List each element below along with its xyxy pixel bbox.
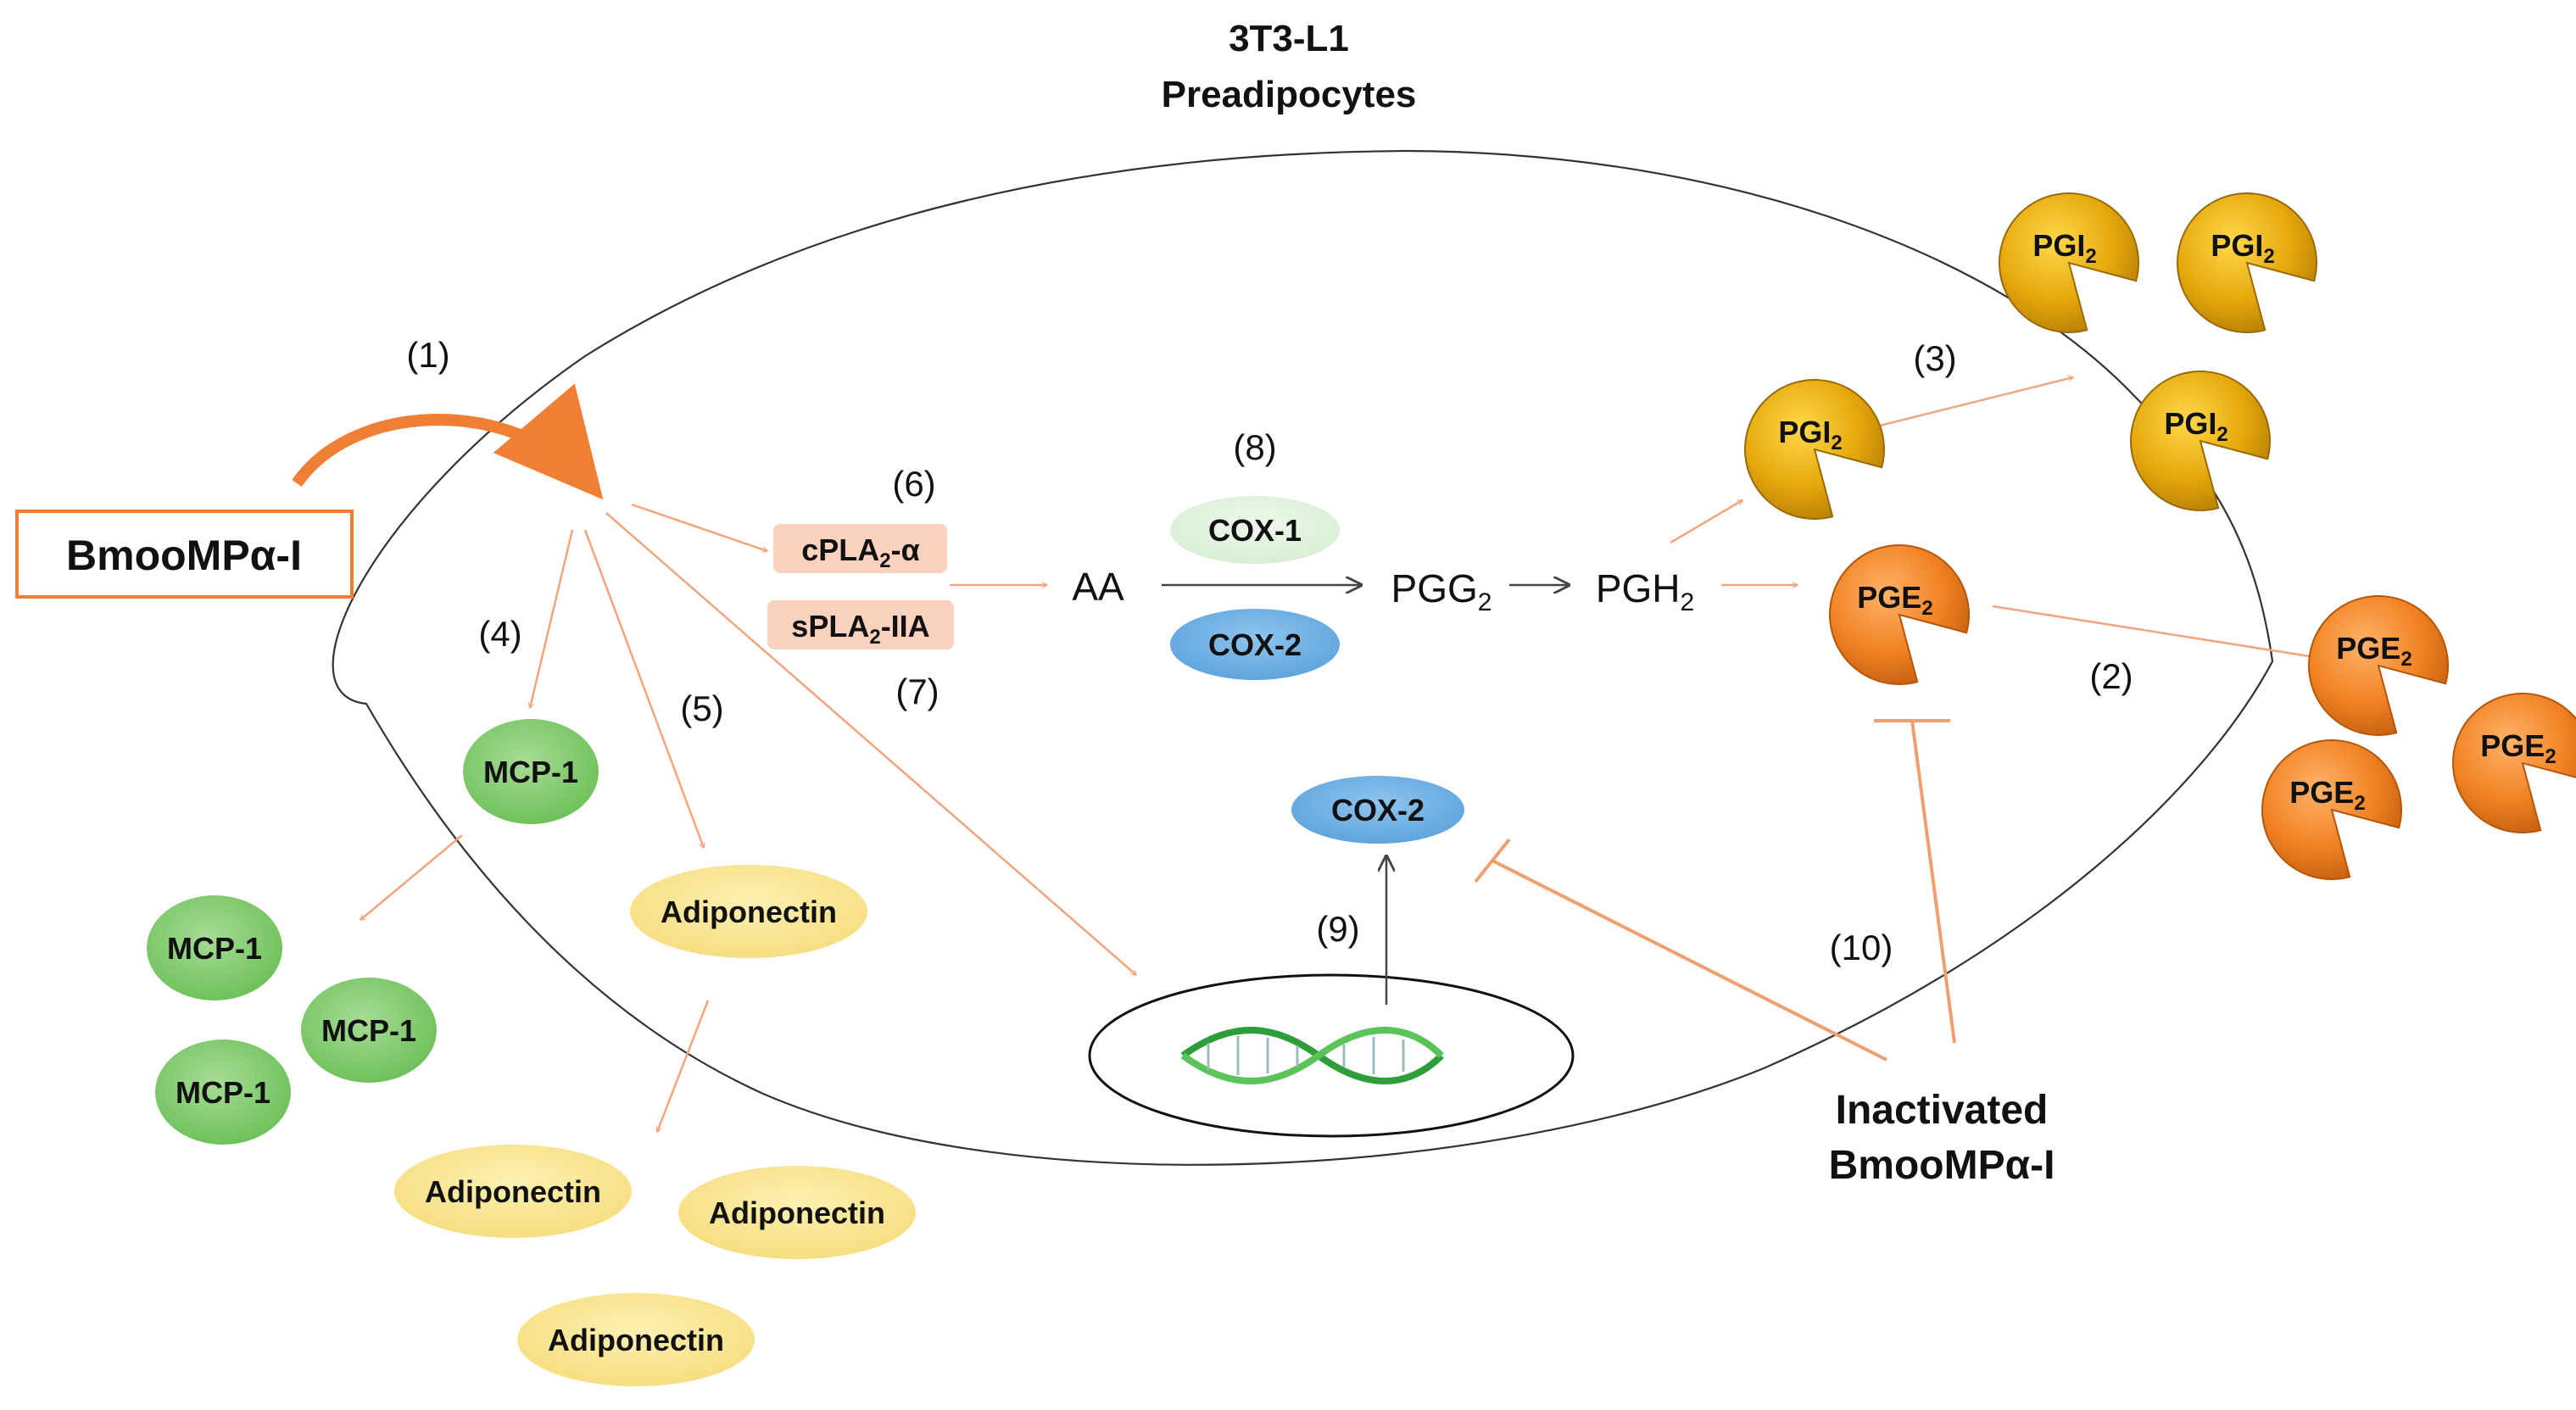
- cell-membrane: [332, 149, 2274, 1166]
- pge2-intracellular: PGE2: [1829, 543, 1970, 685]
- svg-text:MCP-1: MCP-1: [483, 755, 578, 789]
- pgi2-intracellular: PGI2: [1744, 378, 1885, 520]
- adiponectin-secreted: Adiponectin: [517, 1293, 755, 1386]
- svg-text:Adiponectin: Adiponectin: [709, 1195, 885, 1230]
- arrow-pge2-release: [1992, 605, 2315, 657]
- svg-text:PGI2: PGI2: [1778, 415, 1842, 454]
- svg-text:PGI2: PGI2: [2164, 406, 2228, 446]
- svg-text:MCP-1: MCP-1: [167, 931, 262, 966]
- arrow-to-nucleus: [605, 512, 1136, 975]
- arrow-pgi2-release: [1869, 377, 2073, 430]
- spla2-label: sPLA2-IIA: [791, 609, 929, 649]
- arrow-to-mcp1: [530, 529, 574, 708]
- svg-text:MCP-1: MCP-1: [176, 1075, 270, 1110]
- arrow-mcp1-release: [360, 834, 463, 920]
- pge2-secreted: PGE2: [2261, 739, 2402, 880]
- cpla2-box: [773, 524, 947, 573]
- mcp1-secreted: MCP-1: [301, 978, 437, 1083]
- step-label-6: (6): [892, 464, 935, 504]
- cell-type-title-line1: 3T3-L1: [1229, 18, 1349, 59]
- svg-text:Adiponectin: Adiponectin: [548, 1323, 724, 1357]
- pge2-secreted: PGE2: [2308, 594, 2449, 736]
- entry-arrow: [292, 383, 604, 500]
- svg-text:PGE2: PGE2: [1857, 580, 1932, 620]
- mcp1-intracellular: MCP-1: [463, 719, 599, 824]
- svg-text:MCP-1: MCP-1: [321, 1013, 416, 1048]
- cox1-label: COX-1: [1208, 513, 1302, 548]
- svg-text:PGI2: PGI2: [2032, 228, 2096, 268]
- svg-text:PGE2: PGE2: [2336, 631, 2412, 671]
- mcp1-secreted: MCP-1: [155, 1039, 291, 1145]
- svg-text:PGE2: PGE2: [2289, 775, 2365, 815]
- arrow-adiponectin-release: [657, 1000, 710, 1132]
- pgi2-secreted: PGI2: [1999, 192, 2139, 333]
- bmoompa-box: [15, 510, 354, 599]
- pgh2-label: PGH2: [1596, 566, 1694, 616]
- nucleus: [1088, 973, 1575, 1138]
- step-label-7: (7): [895, 672, 939, 711]
- cox2-expressed-label: COX-2: [1331, 793, 1425, 828]
- bmoompa-label: BmooMPα-I: [66, 532, 302, 579]
- cox2-ellipse: [1170, 609, 1340, 680]
- inhibit-cox2-line: [1492, 859, 1887, 1062]
- adiponectin-secreted: Adiponectin: [394, 1145, 632, 1238]
- svg-text:PGI2: PGI2: [2211, 228, 2274, 268]
- cpla2-label: cPLA2-α: [801, 532, 920, 572]
- step-label-1: (1): [406, 335, 449, 375]
- spla2-box: [767, 600, 954, 649]
- pgi2-secreted: PGI2: [2177, 192, 2317, 333]
- inhibit-cox2-bar: [1474, 838, 1511, 883]
- step-label-10: (10): [1830, 928, 1893, 967]
- svg-text:Adiponectin: Adiponectin: [661, 894, 837, 929]
- step-label-4: (4): [478, 614, 521, 654]
- inactivated-label-line1: Inactivated: [1836, 1088, 2049, 1133]
- svg-text:PGE2: PGE2: [2480, 728, 2556, 768]
- cox1-ellipse: [1170, 496, 1340, 564]
- mcp1-secreted: MCP-1: [147, 895, 282, 1000]
- pgg2-label: PGG2: [1391, 566, 1492, 616]
- adiponectin-intracellular: Adiponectin: [630, 865, 867, 958]
- dna-helix-icon: [1180, 1027, 1444, 1084]
- adiponectin-secreted: Adiponectin: [678, 1166, 916, 1259]
- step-label-9: (9): [1316, 909, 1359, 949]
- aa-label: AA: [1072, 565, 1124, 609]
- inhibit-pge2-line: [1910, 720, 1956, 1044]
- cox2-expressed-ellipse: [1291, 776, 1464, 844]
- cox2-label: COX-2: [1208, 627, 1302, 662]
- arrow-to-cpla2: [631, 503, 767, 551]
- svg-text:Adiponectin: Adiponectin: [425, 1174, 601, 1209]
- arrow-pgh2-to-pgi2: [1670, 499, 1742, 544]
- pge2-secreted: PGE2: [2452, 692, 2576, 833]
- arrow-to-adiponectin: [583, 529, 704, 848]
- step-label-5: (5): [680, 688, 723, 728]
- step-label-8: (8): [1233, 427, 1276, 467]
- pgi2-secreted: PGI2: [2130, 370, 2271, 511]
- inactivated-label-line2: BmooMPα-I: [1829, 1143, 2055, 1188]
- step-label-3: (3): [1913, 338, 1956, 378]
- cell-type-title-line2: Preadipocytes: [1162, 74, 1417, 115]
- step-label-2: (2): [2089, 656, 2133, 696]
